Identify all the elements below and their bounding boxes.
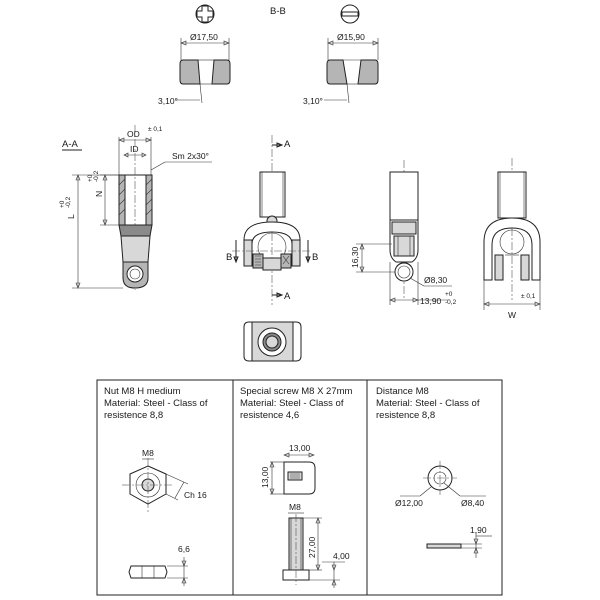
od-label: OD bbox=[127, 129, 140, 139]
distance-title-line-1: Distance M8 bbox=[376, 386, 429, 397]
l-tol-upper: +0 bbox=[59, 200, 66, 208]
n-tol-upper: +0 bbox=[87, 174, 94, 182]
nut-thread-label: M8 bbox=[142, 448, 154, 458]
chamfer-label: Sm 2x30° bbox=[172, 151, 209, 161]
section-aa-group: A-A OD ± 0,1 ID Sm 2x30° bbox=[59, 125, 212, 290]
screw-panel: Special screw M8 X 27mm Material: Steel … bbox=[240, 386, 353, 588]
screw-title-line-2: Material: Steel - Class of bbox=[240, 398, 344, 409]
side-width-label: 13,90 bbox=[420, 296, 442, 306]
id-label: ID bbox=[130, 144, 139, 154]
left-diameter-label: Ø17,50 bbox=[190, 32, 218, 42]
bottom-plan-view bbox=[243, 321, 302, 362]
distance-title-line-3: resistence 8,8 bbox=[376, 410, 435, 421]
section-bb-label: B-B bbox=[270, 6, 286, 17]
right-angle-label: 3,10° bbox=[303, 96, 323, 106]
front-b-right-label: B bbox=[312, 252, 318, 263]
right-w-label: W bbox=[508, 310, 516, 320]
right-view-group: W ± 0,1 bbox=[483, 158, 541, 320]
screw-head-thickness-label: 4,00 bbox=[333, 551, 350, 561]
side-view-group: 16,30 Ø8,30 13,90 +0 -0,2 bbox=[350, 160, 457, 306]
right-diameter-label: Ø15,90 bbox=[337, 32, 365, 42]
front-a-top-label: A bbox=[284, 139, 291, 150]
nut-title-line-1: Nut M8 H medium bbox=[104, 386, 181, 397]
right-w-tolerance: ± 0,1 bbox=[521, 293, 536, 300]
l-tol-lower: -0,2 bbox=[65, 196, 72, 208]
screw-title-line-1: Special screw M8 X 27mm bbox=[240, 386, 353, 397]
left-washer-section: Ø17,50 3,10° bbox=[158, 32, 231, 106]
n-label: N bbox=[94, 191, 104, 197]
front-a-bottom-label: A bbox=[284, 291, 291, 302]
nut-panel: Nut M8 H medium Material: Steel - Class … bbox=[104, 386, 208, 586]
left-angle-label: 3,10° bbox=[158, 96, 178, 106]
slotted-head-icon bbox=[340, 4, 360, 24]
distance-panel: Distance M8 Material: Steel - Class of r… bbox=[376, 386, 492, 558]
screw-head-width-label: 13,00 bbox=[289, 443, 311, 453]
od-tolerance: ± 0,1 bbox=[148, 126, 163, 133]
front-b-left-label: B bbox=[226, 252, 232, 263]
side-width-tol-lower: -0,2 bbox=[445, 299, 457, 306]
front-view-group: A A B B bbox=[226, 135, 318, 362]
cross-head-icon bbox=[195, 4, 215, 24]
screw-thread-label: M8 bbox=[289, 502, 301, 512]
distance-title-line-2: Material: Steel - Class of bbox=[376, 398, 480, 409]
section-aa-label: A-A bbox=[62, 139, 79, 150]
side-height-label: 16,30 bbox=[350, 246, 360, 268]
screw-length-label: 27,00 bbox=[307, 536, 317, 558]
side-width-tol-upper: +0 bbox=[445, 291, 453, 298]
nut-title-line-2: Material: Steel - Class of bbox=[104, 398, 208, 409]
section-bb-group: B-B Ø17,50 3,10° bbox=[158, 4, 379, 106]
nut-width-across-label: Ch 16 bbox=[184, 490, 207, 500]
component-panels: Nut M8 H medium Material: Steel - Class … bbox=[96, 379, 503, 596]
n-tol-lower: -0,2 bbox=[93, 170, 100, 182]
distance-thickness-label: 1,90 bbox=[470, 525, 487, 535]
l-label: L bbox=[66, 214, 76, 219]
nut-title-line-3: resistence 8,8 bbox=[104, 410, 163, 421]
side-hole-label: Ø8,30 bbox=[424, 275, 447, 285]
distance-outer-diameter-label: Ø12,00 bbox=[395, 498, 423, 508]
right-washer-section: Ø15,90 3,10° bbox=[303, 32, 379, 106]
distance-inner-diameter-label: Ø8,40 bbox=[461, 498, 484, 508]
screw-title-line-3: resistence 4,6 bbox=[240, 410, 299, 421]
nut-height-label: 6,6 bbox=[178, 544, 190, 554]
screw-head-height-label: 13,00 bbox=[260, 466, 270, 488]
